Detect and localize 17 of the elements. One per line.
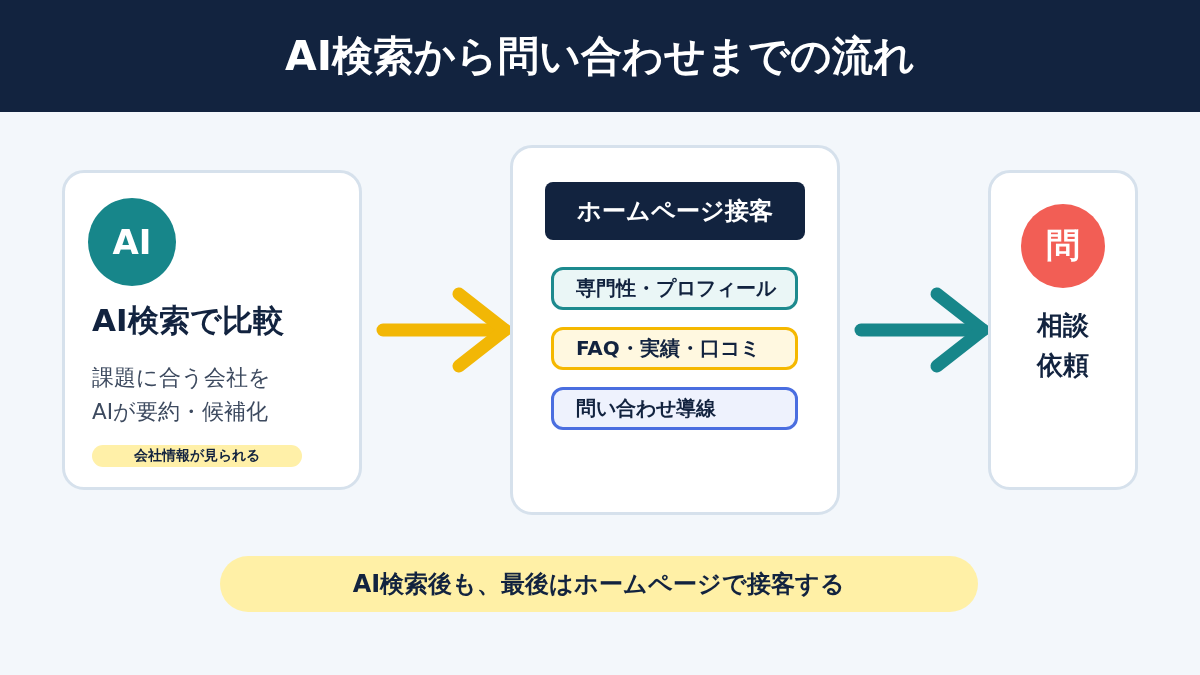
card-heading: AI検索で比較 [92, 301, 284, 340]
step-card [510, 145, 840, 515]
step-card [988, 170, 1138, 490]
letter-circle: AI [88, 198, 176, 286]
card-text: 課題に合う会社をAIが要約・候補化 [92, 364, 272, 426]
title-banner: AI検索から問い合わせまでの流れ [0, 0, 1200, 112]
feature-box: 問い合わせ導線 [551, 387, 798, 430]
feature-box: FAQ・実績・口コミ [551, 327, 798, 370]
tag-pill: 会社情報が見られる [92, 445, 302, 467]
card-heading: 相談依頼 [1035, 309, 1090, 382]
arrow [854, 287, 990, 373]
header-box: ホームページ接客 [545, 182, 805, 240]
feature-box: 専門性・プロフィール [551, 267, 798, 310]
step-card [62, 170, 362, 490]
arrow [376, 287, 512, 373]
letter-circle: 問 [1021, 204, 1105, 288]
summary-banner: AI検索後も、最後はホームページで接客する [220, 556, 978, 612]
